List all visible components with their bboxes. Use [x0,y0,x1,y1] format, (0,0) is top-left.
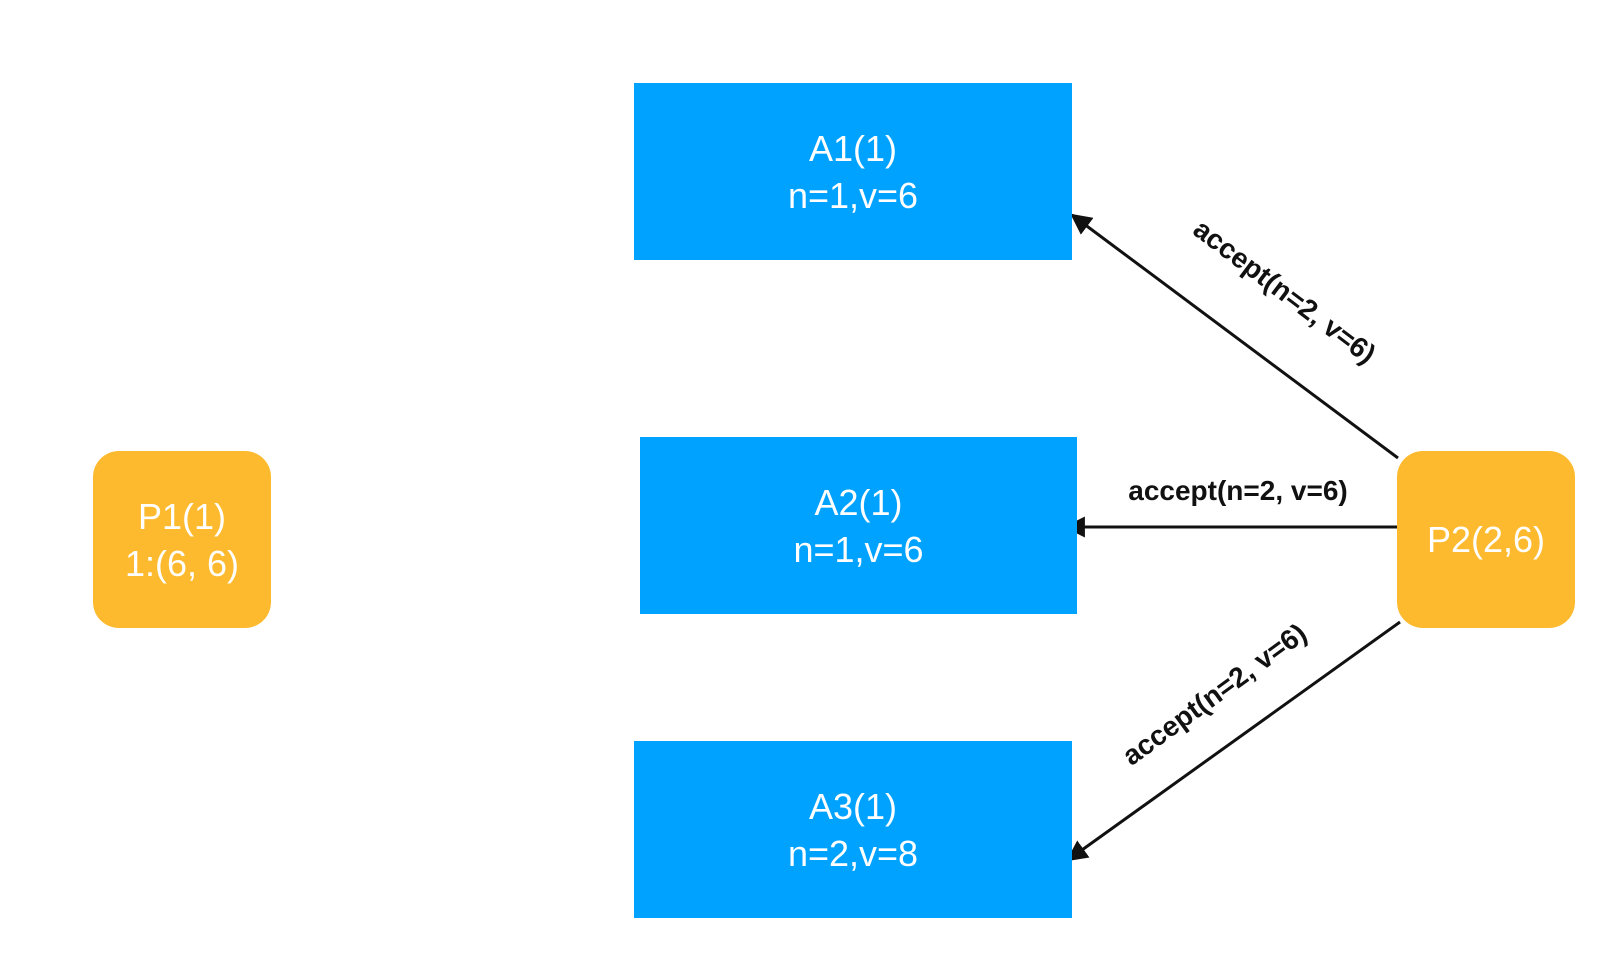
acceptor-a1-state: n=1,v=6 [787,174,919,216]
proposer-p1: P1(1) 1:(6, 6) [93,451,271,628]
acceptor-a3-name: A3(1) [808,785,898,827]
acceptor-a2: A2(1) n=1,v=6 [640,437,1077,614]
edge-p2-a1 [1070,213,1399,460]
acceptor-a2-name: A2(1) [814,481,903,523]
proposer-p1-name: P1(1) [137,495,227,537]
acceptor-a3-state: n=2,v=8 [787,832,919,874]
acceptor-a3: A3(1) n=2,v=8 [634,741,1072,918]
acceptor-a1-name: A1(1) [808,127,898,169]
edge-p2-a3 [1066,620,1401,862]
edge-label-p2-a3: accept(n=2, v=6) [1117,617,1313,771]
proposer-p2: P2(2,6) [1397,451,1575,628]
proposer-p1-state: 1:(6, 6) [124,542,240,584]
edge-label-p2-a1: accept(n=2, v=6) [1188,213,1382,370]
edge-label-p2-a2: accept(n=2, v=6) [1128,475,1347,506]
proposer-p2-name: P2(2,6) [1426,519,1546,560]
acceptor-a1: A1(1) n=1,v=6 [634,83,1072,260]
acceptor-a2-state: n=1,v=6 [793,528,924,570]
